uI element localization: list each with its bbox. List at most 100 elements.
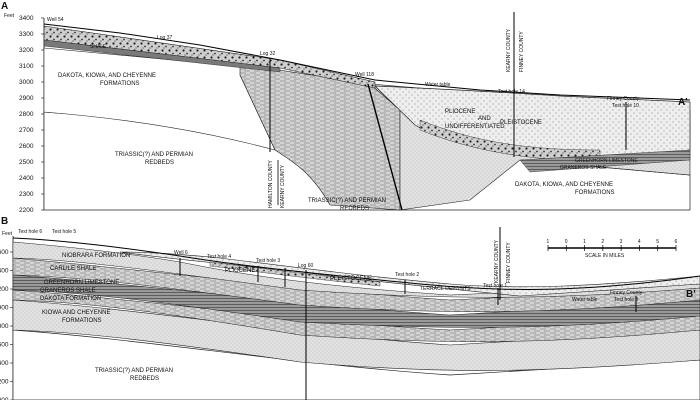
section-b-tick-label: 2600 — [0, 342, 9, 349]
section-a-tick-label: 3000 — [19, 79, 34, 86]
section-b-test-hole-2-label: Test hole 2 — [395, 272, 419, 278]
section-b-pliocene-label: PLIOCENE — [225, 268, 255, 274]
section-a-depth-ticks: 3400 3300 3200 3100 3000 2900 2800 2700 2600 2500… — [19, 15, 44, 214]
section-b-tick-label: 2400 — [0, 360, 9, 367]
section-a-shale-strip — [43, 39, 281, 73]
section-a-county-top-left: KEARNY COUNTY — [506, 28, 512, 72]
scale-bar-ticks: 1 0 1 2 3 4 5 6 — [547, 239, 678, 251]
section-a-test-hole-14-label: Test hole 14 — [498, 89, 525, 95]
scale-tick-label: 0 — [565, 239, 568, 245]
section-b-gravel-lens — [209, 261, 381, 287]
section-a-tick-label: 2300 — [19, 191, 34, 198]
scale-tick-label: 6 — [675, 239, 678, 245]
section-b-water-table-label: Water table — [572, 297, 598, 303]
section-b-kiowa-label: KIOWA AND CHEYENNE — [42, 310, 110, 316]
section-b-dakota-label: DAKOTA FORMATION — [40, 296, 101, 302]
section-b-test-hole-3-label: Test hole 3 — [256, 258, 280, 264]
section-a-dakota-right-label-2: FORMATIONS — [575, 190, 615, 196]
section-a-tick-label: 2900 — [19, 95, 34, 102]
section-b-greenhorn-label: GREENHORN LIMESTONE — [44, 280, 119, 286]
section-a-tick-label: 2700 — [19, 127, 34, 134]
section-a-log-32-label: Log 32 — [260, 51, 276, 57]
section-a-county-bottom-right: KEARNY COUNTY — [280, 164, 286, 208]
scale-tick-label: 1 — [547, 239, 550, 245]
section-a-county-top-right: FINNEY COUNTY — [519, 31, 525, 72]
section-b-carlile-label: CARLILE SHALE — [50, 266, 96, 272]
section-b-county-left: KEARNY COUNTY — [494, 239, 500, 283]
scale-caption: SCALE IN MILES — [585, 253, 625, 259]
section-a-graneros-label: GRANEROS SHALE — [560, 165, 607, 171]
scale-tick-label: 5 — [656, 239, 659, 245]
section-b-tick-label: 3200 — [0, 286, 9, 293]
section-b-log-60-label: Log 60 — [298, 263, 314, 269]
section-b-label-left: B — [1, 216, 8, 227]
section-a-tick-label: 3300 — [19, 31, 34, 38]
section-a-pleistocene-label: PLEISTOCENE — [500, 120, 542, 126]
scale-bar: 1 0 1 2 3 4 5 6 SCALE IN MILES — [547, 239, 678, 259]
section-b-test-hole-3b-label: Test hole 3 — [614, 297, 638, 303]
section-a-shale-label: SHALE — [90, 44, 107, 50]
section-a-greenhorn-layer — [519, 149, 691, 173]
section-a-tick-label: 2400 — [19, 175, 34, 182]
section-a-dakota-right-label-1: DAKOTA, KIOWA, AND CHEYENNE — [515, 182, 613, 188]
section-a-greenhorn-label: GREENHORN LIMESTONE — [575, 158, 638, 164]
section-a-triassic-label-1: TRIASSIC(?) AND PERMIAN — [115, 152, 193, 158]
section-b-tick-label: 2000 — [0, 397, 9, 400]
section-a-tick-label: 3400 — [19, 15, 34, 22]
section-a-triassic-mid-label-2: REDBEDS — [340, 206, 369, 212]
scale-tick-label: 4 — [638, 239, 641, 245]
scale-tick-label: 3 — [620, 239, 623, 245]
section-b-tick-label: 2200 — [0, 379, 9, 386]
section-a-water-table-label: Water table — [425, 82, 451, 88]
section-b: B Feet 3600 3400 3200 3000 2800 2600 2400 2200 2… — [0, 216, 700, 400]
section-a-dakota-label-1: DAKOTA, KIOWA, AND CHEYENNE — [58, 73, 156, 79]
section-a: A Feet 3400 3300 3200 3100 3000 2900 2800 2700 2… — [1, 1, 691, 214]
section-b-land-surface — [12, 237, 700, 290]
section-a-undiff-label: UNDIFFERENTIATED — [445, 124, 505, 130]
section-a-well-118-label: Well 118 — [355, 72, 374, 78]
section-b-county-right: FINNEY COUNTY — [506, 242, 512, 283]
section-b-depth-ticks: 3600 3400 3200 3000 2800 2600 2400 2200 2000 — [0, 249, 13, 400]
section-a-tick-label: 2500 — [19, 159, 34, 166]
section-a-and-label: AND — [478, 116, 491, 122]
section-a-pliocene-label: PLIOCENE — [445, 109, 475, 115]
section-b-test-hole-4-label: Test hole 4 — [207, 254, 231, 260]
section-b-test-hole-6-label: Test hole 6 — [18, 229, 42, 235]
section-b-label-right: B' — [686, 289, 696, 300]
section-b-tick-label: 2800 — [0, 323, 9, 330]
section-b-tick-label: 3000 — [0, 305, 9, 312]
section-a-test-hole-10-label: Test hole 10 — [612, 103, 639, 109]
section-a-tick-label: 3200 — [19, 47, 34, 54]
section-b-pleistocene-label: PLEISTOCENE — [330, 276, 372, 282]
section-b-finney-label: Finney County — [610, 290, 643, 296]
section-a-tick-label: 2600 — [19, 143, 34, 150]
section-a-label-left: A — [1, 1, 8, 12]
section-a-axis-unit: Feet — [4, 13, 15, 19]
section-b-triassic-label-2: REDBEDS — [130, 376, 159, 382]
section-a-county-bottom-left: HAMILTON COUNTY — [268, 159, 274, 208]
section-a-land-surface — [43, 23, 691, 101]
section-a-tick-label: 3100 — [19, 63, 34, 70]
section-a-log-37-label: Log 37 — [157, 35, 173, 41]
section-b-niobrara-label: NIOBRARA FORMATION — [62, 253, 130, 259]
scale-tick-label: 2 — [601, 239, 604, 245]
section-a-well-54-label: Well 54 — [47, 17, 64, 23]
section-a-tick-label: 2800 — [19, 111, 34, 118]
section-a-triassic-mid-label-1: TRIASSIC(?) AND PERMIAN — [308, 198, 386, 204]
section-a-finney-county-label: Finney County — [607, 96, 640, 102]
section-b-terrace-label: TERRACE DEPOSITS — [420, 286, 471, 292]
section-b-axis-unit: Feet — [2, 231, 13, 237]
section-a-fault-line — [367, 83, 403, 211]
section-b-test-hole-5-label: Test hole 5 — [52, 229, 76, 235]
section-a-dakota-label-2: FORMATIONS — [100, 81, 140, 87]
scale-tick-label: 1 — [583, 239, 586, 245]
section-b-tick-label: 3400 — [0, 268, 9, 275]
section-b-niobrara-unit — [12, 241, 700, 298]
section-b-graneros-label: GRANEROS SHALE — [40, 288, 96, 294]
section-b-tick-label: 3600 — [0, 249, 9, 256]
section-b-formations-label: FORMATIONS — [62, 318, 102, 324]
section-a-tick-label: 2200 — [19, 207, 34, 214]
section-a-label-right: A' — [678, 97, 688, 108]
section-b-triassic-label-1: TRIASSIC(?) AND PERMIAN — [95, 368, 173, 374]
